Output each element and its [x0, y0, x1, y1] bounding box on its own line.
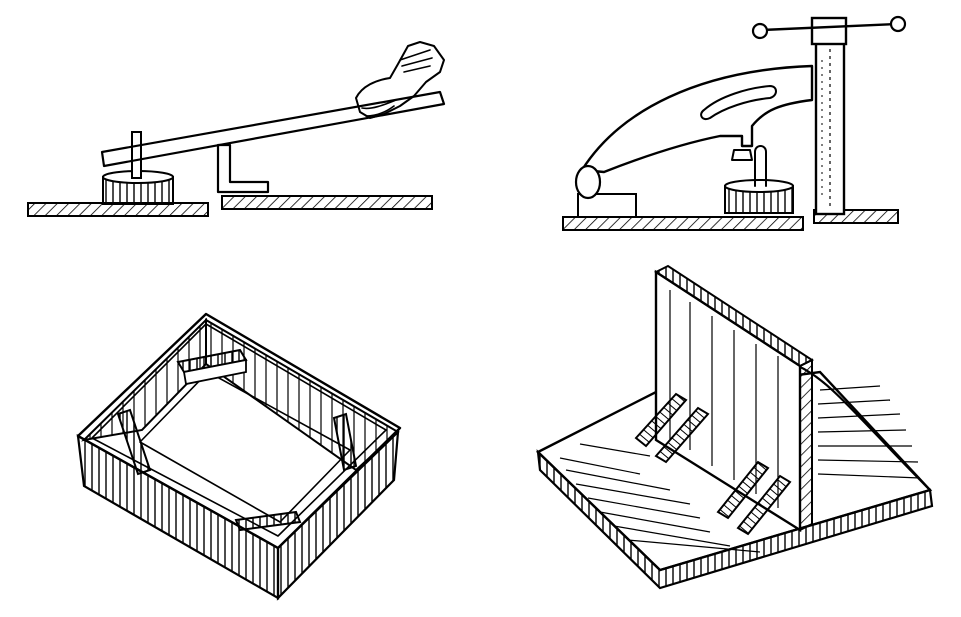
top-rim — [76, 312, 402, 550]
plate-with-vertical-rib-and-brackets — [535, 264, 934, 590]
corner-brace-front — [234, 510, 302, 532]
arm-slot — [700, 85, 777, 120]
front-left-wall — [76, 433, 280, 600]
clamp-arm — [580, 64, 814, 174]
lever-bar — [100, 90, 446, 168]
inner-rim — [91, 323, 387, 537]
rib-front-edge — [799, 358, 813, 532]
bracket-lower-a — [716, 460, 770, 520]
bracket-upper-a — [634, 392, 688, 448]
cylinder-block — [102, 170, 174, 205]
pressing-pad — [731, 149, 753, 161]
cylinder-workpiece — [724, 179, 794, 214]
right-base-plate — [221, 195, 433, 210]
base-plate-edge — [536, 449, 934, 590]
clamp-pin — [754, 145, 767, 187]
arm-foot — [574, 164, 602, 200]
t-handle-icon — [751, 15, 907, 40]
box-frame-with-corner-braces — [76, 312, 402, 601]
hand-icon — [355, 41, 445, 119]
bracket-upper-b — [654, 406, 710, 464]
corner-brace-left — [116, 408, 152, 476]
lever-straightening-tool — [27, 41, 446, 217]
screw-clamp-press — [562, 15, 907, 231]
angle-bracket — [216, 143, 270, 194]
bracket-lower-b — [736, 474, 792, 536]
screw-head — [810, 16, 848, 46]
screw-post — [814, 38, 846, 216]
support-block — [577, 193, 637, 218]
corner-brace-right — [332, 412, 358, 472]
pivot-pin — [131, 131, 142, 179]
clamp-left-base-plate — [562, 216, 804, 231]
corner-brace-back — [176, 348, 248, 386]
